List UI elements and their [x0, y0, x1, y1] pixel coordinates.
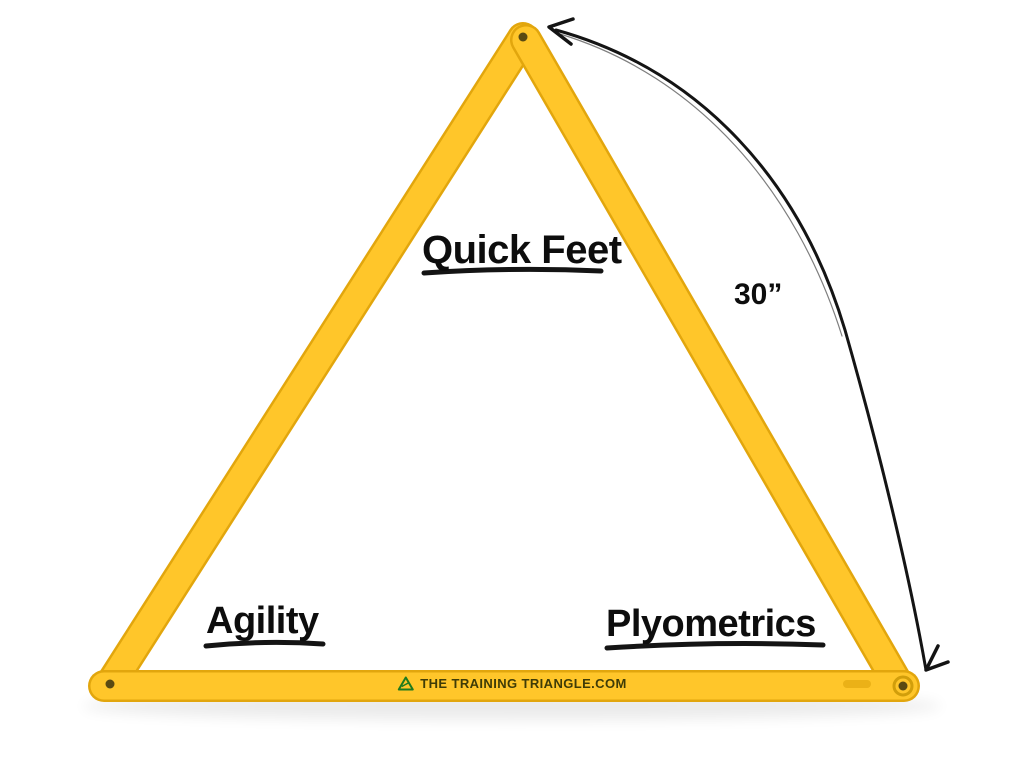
- bottom-left-rivet-icon: [105, 679, 115, 689]
- plyometrics-label: Plyometrics: [606, 603, 816, 645]
- agility-underline: [203, 639, 326, 649]
- triangle-right-bar: [510, 24, 914, 700]
- measurement-arrow-icon: [547, 17, 950, 672]
- agility-label: Agility: [206, 600, 319, 642]
- bottom-right-rivet-icon: [898, 681, 908, 691]
- apex-rivet-icon: [518, 32, 528, 42]
- measurement-label: 30”: [734, 278, 783, 311]
- brand-logo-triangle-icon: [397, 676, 414, 691]
- corner-slot-detail: [843, 675, 914, 697]
- triangle-left-bar: [96, 22, 539, 698]
- quick-feet-underline: [421, 266, 604, 276]
- quick-feet-label: Quick Feet: [422, 228, 622, 272]
- plyometrics-underline: [604, 641, 826, 651]
- brand-mark: THE TRAINING TRIANGLE.COM: [397, 676, 626, 691]
- brand-text: THE TRAINING TRIANGLE.COM: [420, 676, 627, 691]
